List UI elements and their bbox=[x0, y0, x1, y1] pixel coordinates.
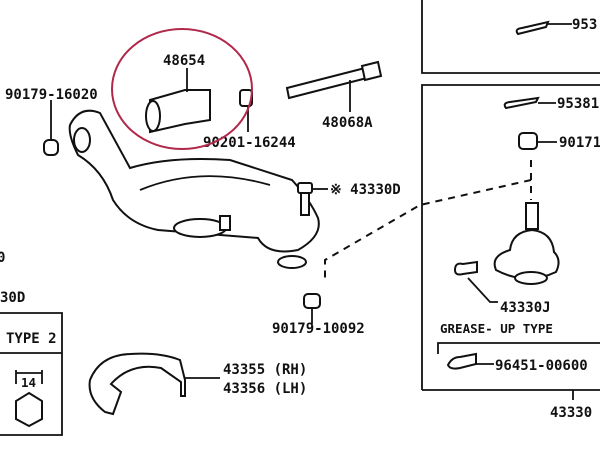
ball-joint-icon bbox=[493, 202, 560, 285]
splash-cover-icon bbox=[88, 352, 220, 416]
label-castle-nut: 90171 bbox=[559, 135, 600, 151]
bolt-icon bbox=[453, 260, 498, 303]
label-cotter: 95381 bbox=[557, 96, 599, 112]
highlight-circle bbox=[111, 28, 253, 150]
cotter-pin-icon bbox=[515, 20, 572, 36]
bushing-icon bbox=[145, 68, 211, 134]
label-long-bolt: 48068A bbox=[322, 115, 373, 131]
label-small-bolt: ※ 43330D bbox=[330, 182, 401, 198]
label-bushing: 48654 bbox=[163, 53, 205, 69]
label-left-digit: 0 bbox=[0, 250, 5, 266]
label-ball-joint-assy: 43330 bbox=[550, 405, 592, 421]
type-box-title: TYPE 2 bbox=[6, 331, 57, 347]
type-box bbox=[0, 312, 63, 436]
nut-icon bbox=[303, 293, 321, 324]
grease-bracket bbox=[437, 342, 600, 354]
castle-nut-icon bbox=[518, 132, 557, 150]
label-nut-bottom: 90179-10092 bbox=[272, 321, 365, 337]
label-grease-fitting: 96451-00600 bbox=[495, 358, 588, 374]
label-washer: 90201-16244 bbox=[203, 135, 296, 151]
cotter-pin-icon bbox=[503, 96, 556, 110]
label-left-ref: 30D bbox=[0, 290, 25, 306]
label-grease-up-type: GREASE- UP TYPE bbox=[440, 321, 553, 336]
label-cotter-top: 953 bbox=[572, 17, 597, 33]
grease-fitting-icon bbox=[446, 352, 494, 370]
assembly-dashed-line bbox=[324, 160, 532, 280]
lower-control-arm-icon bbox=[68, 109, 320, 269]
label-ball-joint-bolt: 43330J bbox=[500, 300, 551, 316]
ball-joint-box bbox=[421, 84, 600, 391]
hex-wrench-size-icon bbox=[15, 370, 43, 428]
type-box-size: 14 bbox=[21, 375, 36, 390]
long-bolt-icon bbox=[285, 60, 383, 112]
label-nut-left: 90179-16020 bbox=[5, 87, 98, 103]
small-bolt-icon bbox=[297, 182, 328, 216]
label-cover-lh: 43356 (LH) bbox=[223, 381, 307, 397]
label-cover-rh: 43355 (RH) bbox=[223, 362, 307, 378]
top-right-box bbox=[421, 0, 600, 74]
nut-icon bbox=[43, 139, 59, 156]
